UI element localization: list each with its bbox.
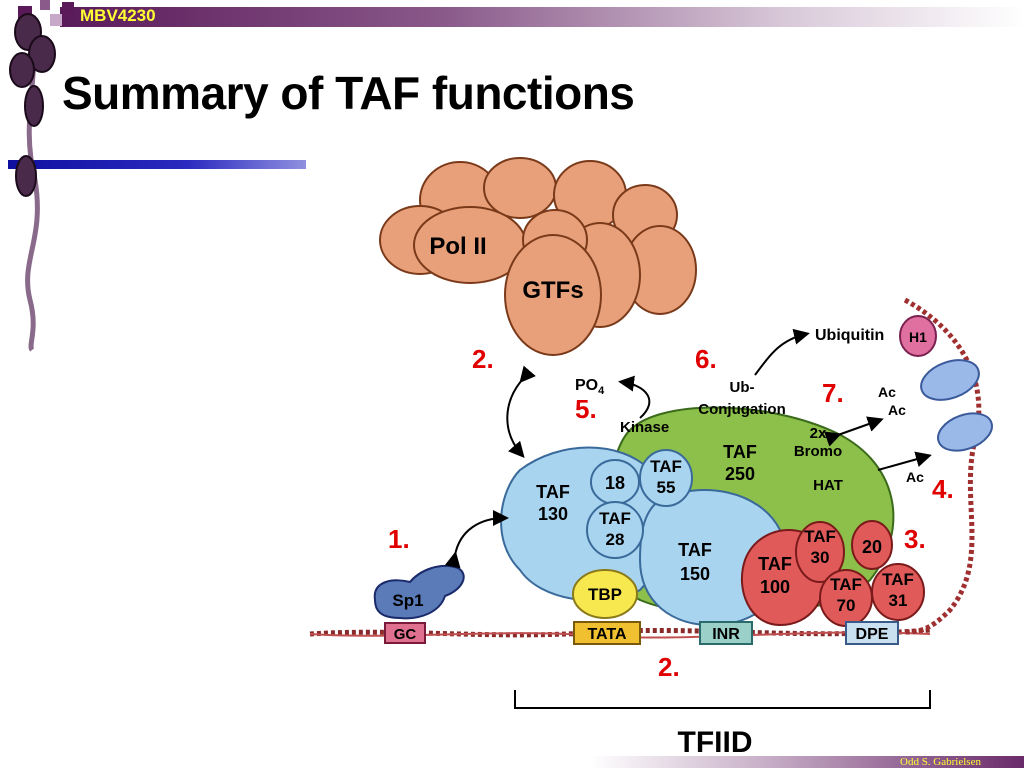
tfiid-label: TFIID	[678, 726, 753, 759]
tbp-label: TBP	[588, 585, 622, 604]
taf100-label-2: 100	[760, 577, 790, 597]
taf130-label-1: TAF	[536, 482, 570, 502]
po4-label: PO4	[575, 377, 605, 397]
vine-decoration	[9, 13, 56, 352]
step-5: 5.	[575, 394, 597, 424]
taf150-label-2: 150	[680, 564, 710, 584]
taf250-label-1: TAF	[723, 442, 757, 462]
pol2-label: Pol II	[429, 233, 486, 260]
taf30-label-2: 30	[811, 548, 830, 567]
taf100-label-1: TAF	[758, 554, 792, 574]
bromo-label-1: 2x	[810, 425, 827, 442]
sp1-label: Sp1	[392, 591, 423, 610]
inr-box	[699, 621, 753, 645]
dpe-label: DPE	[856, 626, 889, 643]
h1-label: H1	[909, 329, 927, 345]
bromo-label-2: Bromo	[794, 443, 842, 460]
taf20-label: 20	[862, 537, 882, 557]
gc-box	[384, 622, 426, 644]
gtfs-label: GTFs	[522, 277, 583, 304]
step-7: 7.	[822, 378, 844, 408]
course-code: MBV4230	[80, 6, 156, 25]
title-underline	[8, 160, 306, 169]
ubconj-label-1: Ub-	[730, 379, 755, 396]
taf55-label-1: TAF	[650, 457, 682, 476]
taf31-label-2: 31	[889, 591, 908, 610]
taf150-label-1: TAF	[678, 540, 712, 560]
red-taf-group	[740, 520, 925, 627]
step-2-top: 2.	[472, 344, 494, 374]
taf18-label: 18	[605, 473, 625, 493]
kinase-label: Kinase	[620, 419, 669, 436]
sp1-activator	[373, 564, 465, 620]
taf31-label-1: TAF	[882, 570, 914, 589]
ac-label-1: Ac	[878, 384, 896, 400]
taf250-label-2: 250	[725, 464, 755, 484]
taf55-label-2: 55	[657, 478, 676, 497]
footer-author: Odd S. Gabrielsen	[900, 756, 981, 768]
step-3: 3.	[904, 524, 926, 554]
function-arrows	[444, 328, 932, 569]
tata-box	[573, 621, 641, 645]
step-1: 1.	[388, 524, 410, 554]
step-4: 4.	[932, 474, 954, 504]
step-numbers: 1. 2. 2. 3. 4. 5. 6. 7.	[388, 344, 954, 682]
gc-label: GC	[394, 626, 417, 643]
tata-label: TATA	[587, 626, 627, 643]
dpe-box	[845, 621, 899, 645]
slide-title: Summary of TAF functions	[62, 67, 635, 119]
taf70-label-1: TAF	[830, 575, 862, 594]
tbp-subunit	[572, 569, 638, 619]
hat-label: HAT	[813, 477, 843, 494]
pol2-gtfs-cluster	[379, 157, 697, 356]
taf130-label-2: 130	[538, 504, 568, 524]
taf28-label-2: 28	[606, 530, 625, 549]
taf30-label-1: TAF	[804, 527, 836, 546]
header-bar	[60, 7, 1024, 27]
taf70-label-2: 70	[837, 596, 856, 615]
taf28-label-1: TAF	[599, 509, 631, 528]
ubiquitin-label: Ubiquitin	[815, 327, 884, 344]
nucleosome-group	[899, 315, 993, 452]
ubconj-label-2: Conjugation	[698, 401, 785, 418]
step-6: 6.	[695, 344, 717, 374]
ac-label-2: Ac	[888, 402, 906, 418]
taf55-subunit	[639, 449, 693, 507]
taf28-subunit	[586, 501, 644, 559]
ac-label-3: Ac	[906, 469, 924, 485]
step-2-bottom: 2.	[658, 652, 680, 682]
inr-label: INR	[712, 626, 740, 643]
footer-bar	[590, 756, 1024, 768]
tfiid-bracket	[514, 690, 931, 709]
